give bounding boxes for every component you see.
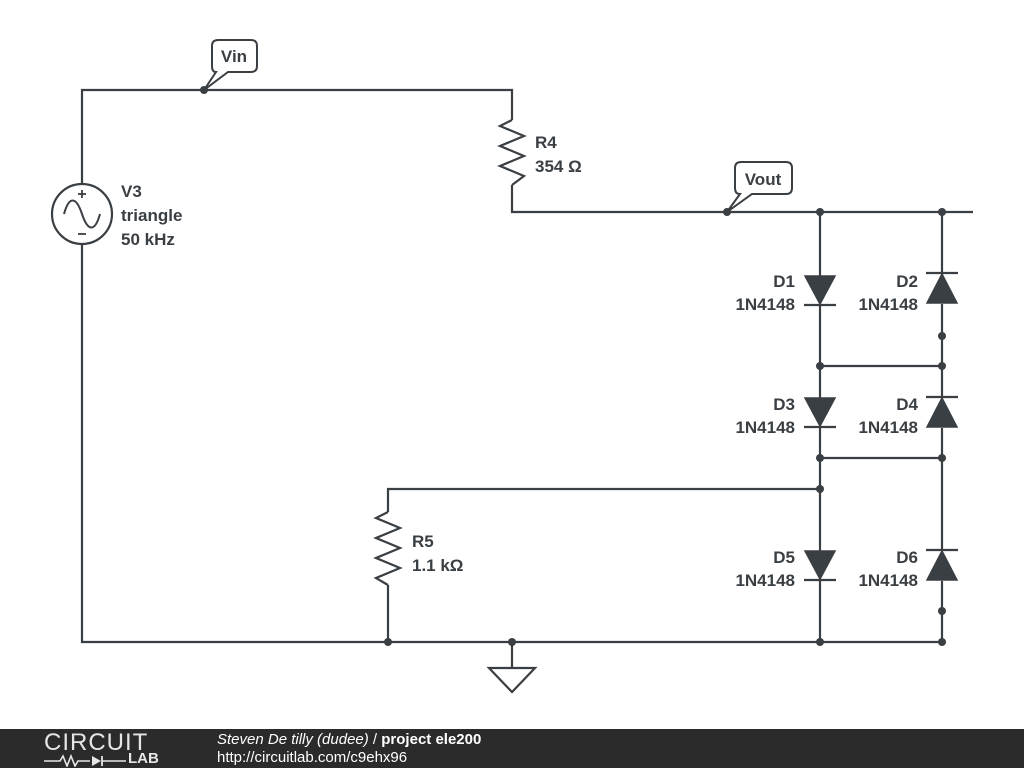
r5-value: 1.1 kΩ bbox=[412, 556, 463, 575]
v3-frequency: 50 kHz bbox=[121, 230, 175, 249]
diode-d4[interactable] bbox=[925, 395, 959, 428]
d5-part: 1N4148 bbox=[735, 571, 795, 590]
d2-part: 1N4148 bbox=[858, 295, 918, 314]
voltage-source-v3[interactable] bbox=[50, 182, 114, 246]
diode-d1[interactable] bbox=[803, 275, 837, 307]
circuitlab-logo[interactable]: CIRCUIT LAB bbox=[44, 731, 176, 767]
diode-d3[interactable] bbox=[803, 397, 837, 429]
d1-part: 1N4148 bbox=[735, 295, 795, 314]
project-name[interactable]: project ele200 bbox=[381, 731, 482, 748]
logo-top-text: CIRCUIT bbox=[44, 729, 149, 756]
logo-circuit-icon bbox=[44, 753, 126, 767]
diode-d5[interactable] bbox=[803, 550, 837, 582]
d4-ref: D4 bbox=[896, 395, 918, 414]
sine-icon bbox=[63, 199, 101, 229]
net-label-vout[interactable]: Vout bbox=[726, 161, 793, 213]
author-separator: / bbox=[368, 731, 382, 748]
d6-ref: D6 bbox=[896, 548, 918, 567]
diode-d6[interactable] bbox=[925, 548, 959, 581]
v3-waveform: triangle bbox=[121, 206, 182, 225]
author-line: Steven De tilly (dudee) / project ele200 bbox=[217, 731, 481, 749]
d6-part: 1N4148 bbox=[858, 571, 918, 590]
d4-part: 1N4148 bbox=[858, 418, 918, 437]
v3-ref: V3 bbox=[121, 182, 142, 201]
footer-bar: CIRCUIT LAB Steven De tilly (dudee) / pr… bbox=[0, 729, 1024, 768]
r5-ref: R5 bbox=[412, 532, 434, 551]
d2-ref: D2 bbox=[896, 272, 918, 291]
resistor-r5[interactable] bbox=[373, 511, 403, 586]
d1-ref: D1 bbox=[773, 272, 795, 291]
circuit-url-link[interactable]: http://circuitlab.com/c9ehx96 bbox=[217, 749, 408, 766]
d3-part: 1N4148 bbox=[735, 418, 795, 437]
junction-dots bbox=[200, 86, 946, 646]
logo-bottom-text: LAB bbox=[128, 750, 159, 767]
net-label-vin[interactable]: Vin bbox=[203, 39, 258, 91]
d3-ref: D3 bbox=[773, 395, 795, 414]
vin-label-text: Vin bbox=[221, 47, 247, 66]
r4-value: 354 Ω bbox=[535, 157, 582, 176]
vout-label-text: Vout bbox=[745, 170, 782, 189]
d5-ref: D5 bbox=[773, 548, 795, 567]
ground-icon bbox=[486, 666, 538, 694]
r4-ref: R4 bbox=[535, 133, 557, 152]
author-name[interactable]: Steven De tilly (dudee) bbox=[217, 731, 369, 748]
resistor-r4[interactable] bbox=[497, 119, 527, 186]
diode-d2[interactable] bbox=[925, 271, 959, 304]
wires bbox=[80, 88, 973, 668]
